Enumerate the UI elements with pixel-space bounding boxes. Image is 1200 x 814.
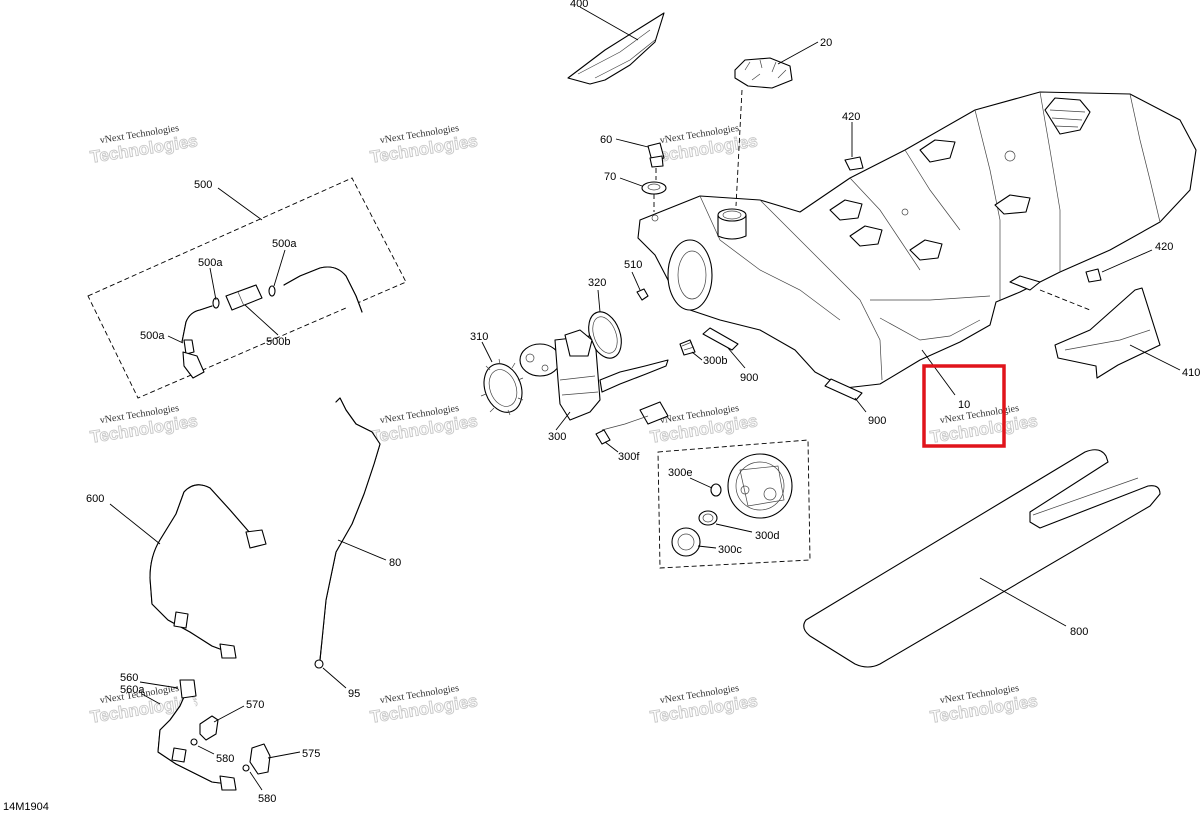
- part-95-clamp: 95: [314, 659, 360, 700]
- part-20-fuel-cap: 20: [734, 37, 832, 207]
- callout-560: 560: [120, 672, 138, 684]
- callout-500a-2: 500a: [272, 238, 297, 250]
- callout-500a-3: 500a: [140, 330, 165, 342]
- callout-420-b: 420: [1155, 241, 1173, 253]
- callout-300f: 300f: [618, 451, 640, 463]
- part-80-vent-line: 80: [319, 397, 401, 661]
- part-420-clip-a: 420: [842, 111, 864, 171]
- drawing-id: 14M1904: [3, 801, 49, 813]
- callout-420-a: 420: [842, 111, 860, 123]
- part-70-grommet: 70: [604, 171, 667, 212]
- part-580-screw-b: 580: [242, 764, 276, 805]
- watermark-10: Technologies vNext Technologies: [369, 683, 480, 727]
- part-410-side-panel: 410: [1054, 287, 1200, 379]
- part-800-protector: 800: [803, 449, 1161, 668]
- part-400-heat-shield: 400: [567, 0, 665, 85]
- watermark-5: Technologies vNext Technologies: [89, 403, 200, 447]
- part-560-hose: 560 560a: [120, 672, 237, 791]
- callout-400: 400: [570, 0, 588, 10]
- callout-410: 410: [1182, 367, 1200, 379]
- callout-570: 570: [246, 699, 264, 711]
- callout-800: 800: [1070, 626, 1088, 638]
- part-900-pad-a: 900: [702, 327, 758, 384]
- callout-70: 70: [604, 171, 616, 183]
- callout-300e: 300e: [668, 467, 692, 479]
- part-510-nut: 510: [624, 259, 649, 301]
- callout-575: 575: [302, 748, 320, 760]
- part-300b-spring: 300b: [679, 339, 727, 367]
- callout-500b: 500b: [266, 336, 290, 348]
- callout-600: 600: [86, 493, 104, 505]
- watermark-7: Technologies vNext Technologies: [649, 403, 760, 447]
- part-570-bracket: 570: [199, 699, 264, 741]
- callout-300b: 300b: [703, 355, 727, 367]
- callout-300: 300: [548, 431, 566, 443]
- part-900-pad-b: 900: [824, 378, 886, 427]
- watermark-11: Technologies vNext Technologies: [649, 683, 760, 727]
- callout-560a: 560a: [120, 684, 145, 696]
- part-320-o-ring: 320: [588, 277, 622, 359]
- pump-detail-inset: 300e 300d 300c: [657, 439, 811, 569]
- callout-500: 500: [194, 179, 212, 191]
- watermark-12: Technologies vNext Technologies: [929, 683, 1040, 727]
- part-500-filter-group: 500 500a 500a 500a 500b: [87, 177, 407, 399]
- callout-320: 320: [588, 277, 606, 289]
- highlight-box: [922, 364, 1006, 448]
- part-60-vent-valve: 60: [600, 134, 665, 180]
- part-310-lock-ring: 310: [470, 331, 524, 416]
- part-300f-level-sender: 300f: [595, 429, 640, 463]
- watermark-3: Technologies vNext Technologies: [649, 123, 760, 167]
- callout-20: 20: [820, 37, 832, 49]
- watermark-6: Technologies vNext Technologies: [369, 403, 480, 447]
- part-420-clip-b: 420: [1039, 241, 1173, 311]
- part-575-bracket: 575: [249, 743, 320, 775]
- watermark-8: Technologies vNext Technologies: [929, 403, 1040, 447]
- callout-10: 10: [958, 399, 970, 411]
- callout-300c: 300c: [718, 544, 742, 556]
- callout-310: 310: [470, 331, 488, 343]
- callout-510: 510: [624, 259, 642, 271]
- callout-580-a: 580: [216, 753, 234, 765]
- callout-80: 80: [389, 557, 401, 569]
- callout-300d: 300d: [755, 530, 779, 542]
- part-580-screw-a: 580: [190, 738, 234, 765]
- callout-500a-1: 500a: [198, 257, 223, 269]
- callout-900-a: 900: [740, 372, 758, 384]
- part-300-fuel-pump-module: 300: [519, 329, 669, 443]
- callout-60: 60: [600, 134, 612, 146]
- callout-95: 95: [348, 688, 360, 700]
- watermark-2: Technologies vNext Technologies: [369, 123, 480, 167]
- fuel-tank: [637, 91, 1197, 389]
- part-10-callout: 10: [921, 349, 970, 411]
- watermark-1: Technologies vNext Technologies: [89, 123, 200, 167]
- part-600-hose: 600: [86, 484, 267, 659]
- callout-900-b: 900: [868, 415, 886, 427]
- callout-580-b: 580: [258, 793, 276, 805]
